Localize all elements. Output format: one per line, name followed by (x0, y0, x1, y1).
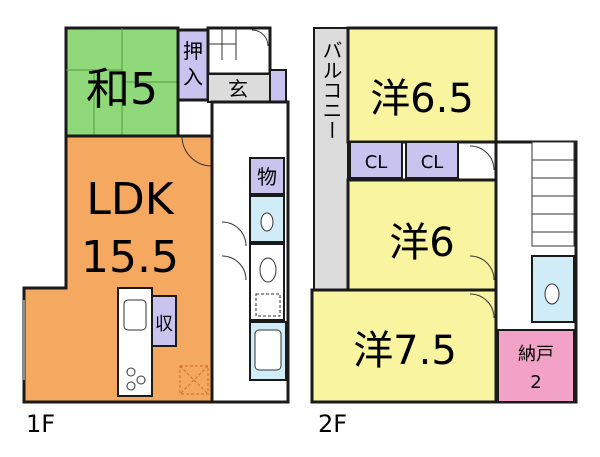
oshiire-closet: 押 入 (176, 28, 210, 102)
washer-space (255, 293, 281, 317)
kitchen-sink (123, 299, 147, 331)
door-swing (469, 255, 495, 281)
door-swing (469, 145, 495, 171)
wash-basin (259, 257, 277, 283)
youshitsu-a-fill (346, 26, 498, 144)
stove-burner (126, 367, 136, 377)
oshiire-label-2: 入 (183, 65, 203, 89)
door-swing (469, 293, 495, 319)
closet-a-fill (349, 141, 403, 179)
monoire-fill (249, 157, 285, 195)
floor-2f-plan: バルコニー 洋6.5 CL CL 洋6 洋7.5 (310, 26, 578, 404)
stair-top (206, 26, 272, 76)
ldk-room: LDK 15.5 収 (22, 134, 214, 404)
closet-a-label: CL (365, 152, 388, 173)
youshitsu-7-5: 洋7.5 (310, 288, 498, 404)
oshiire-label-1: 押 (183, 39, 203, 63)
youshitsu-6: 洋6 (346, 178, 498, 292)
floor-1f-plan: 和5 押 入 玄 LDK 15.5 (22, 26, 290, 404)
youshitsu-b-label: 洋6 (389, 220, 454, 266)
floor-2f-label: 2F (318, 410, 348, 438)
youshitsu-a-label: 洋6.5 (370, 76, 474, 122)
oshiire-fill (176, 28, 210, 102)
toilet-bowl (544, 283, 560, 305)
balcony-fill (313, 27, 349, 291)
door-swing (221, 221, 247, 247)
balcony: バルコニー (313, 27, 349, 291)
youshitsu-c-label: 洋7.5 (353, 328, 457, 374)
monoire-label: 物 (257, 165, 277, 189)
genkan-label: 玄 (228, 77, 248, 101)
shuno-fill (151, 295, 177, 347)
door-swing (181, 135, 213, 167)
shuno-label: 収 (155, 314, 173, 335)
door-swing (221, 255, 247, 281)
washitsu-room: 和5 (64, 26, 180, 138)
door-swing (251, 29, 269, 47)
bathtub (254, 329, 282, 371)
nando-label-2: 2 (530, 372, 541, 393)
washitsu-label: 和5 (86, 64, 158, 115)
fridge-x (179, 365, 209, 395)
stove-burner (136, 375, 146, 385)
service-column-1f: 物 (210, 100, 290, 404)
genkan-area: 玄 (206, 26, 287, 117)
closet-b-label: CL (421, 152, 444, 173)
floor-1f-label: 1F (26, 410, 56, 438)
youshitsu-c-fill (310, 288, 498, 404)
stairs-2f (531, 141, 575, 247)
fridge-space (179, 365, 209, 395)
nando-fill (497, 329, 575, 403)
nando-label-1: 納戸 (518, 344, 554, 365)
fridge-x (179, 365, 209, 395)
stove-burner (126, 381, 136, 391)
ldk-label-1: LDK (86, 174, 174, 225)
balcony-label: バルコニー (319, 40, 343, 140)
closets-2f: CL CL (349, 141, 459, 179)
closet-b-fill (405, 141, 459, 179)
youshitsu-6-5: 洋6.5 (346, 26, 498, 144)
ldk-label-2: 15.5 (81, 232, 179, 283)
toilet-bowl (260, 212, 274, 232)
nando-storage: 納戸 2 (497, 329, 575, 403)
